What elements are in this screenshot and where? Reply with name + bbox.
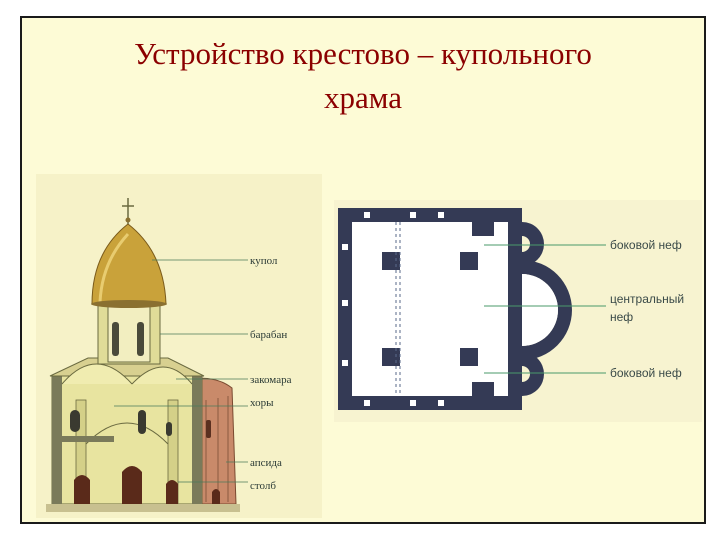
label-apse: апсида bbox=[250, 457, 282, 469]
title-line-1: Устройство крестово – купольного bbox=[134, 36, 592, 71]
label-central-nave-line2: неф bbox=[610, 310, 633, 324]
label-choir: хоры bbox=[250, 397, 274, 409]
slide-title: Устройство крестово – купольного храма bbox=[22, 32, 704, 120]
label-dome: купол bbox=[250, 255, 278, 267]
label-side-nave-top: боковой неф bbox=[610, 238, 682, 252]
label-side-nave-bottom: боковой неф bbox=[610, 366, 682, 380]
label-zakomara: закомара bbox=[250, 374, 292, 386]
floor-plan-drawing: боковой неф центральный неф боковой неф bbox=[334, 200, 702, 422]
church-section-illustration: купол барабан закомара хоры апсида столб bbox=[36, 174, 322, 518]
title-line-2: храма bbox=[324, 80, 402, 115]
label-drum: барабан bbox=[250, 329, 287, 341]
slide: Устройство крестово – купольного храма bbox=[20, 16, 706, 524]
label-pillar: столб bbox=[250, 480, 276, 492]
label-central-nave-line1: центральный bbox=[610, 292, 684, 306]
church-section-drawing: купол барабан закомара хоры апсида столб bbox=[36, 174, 322, 518]
church-floor-plan: боковой неф центральный неф боковой неф bbox=[334, 200, 702, 422]
